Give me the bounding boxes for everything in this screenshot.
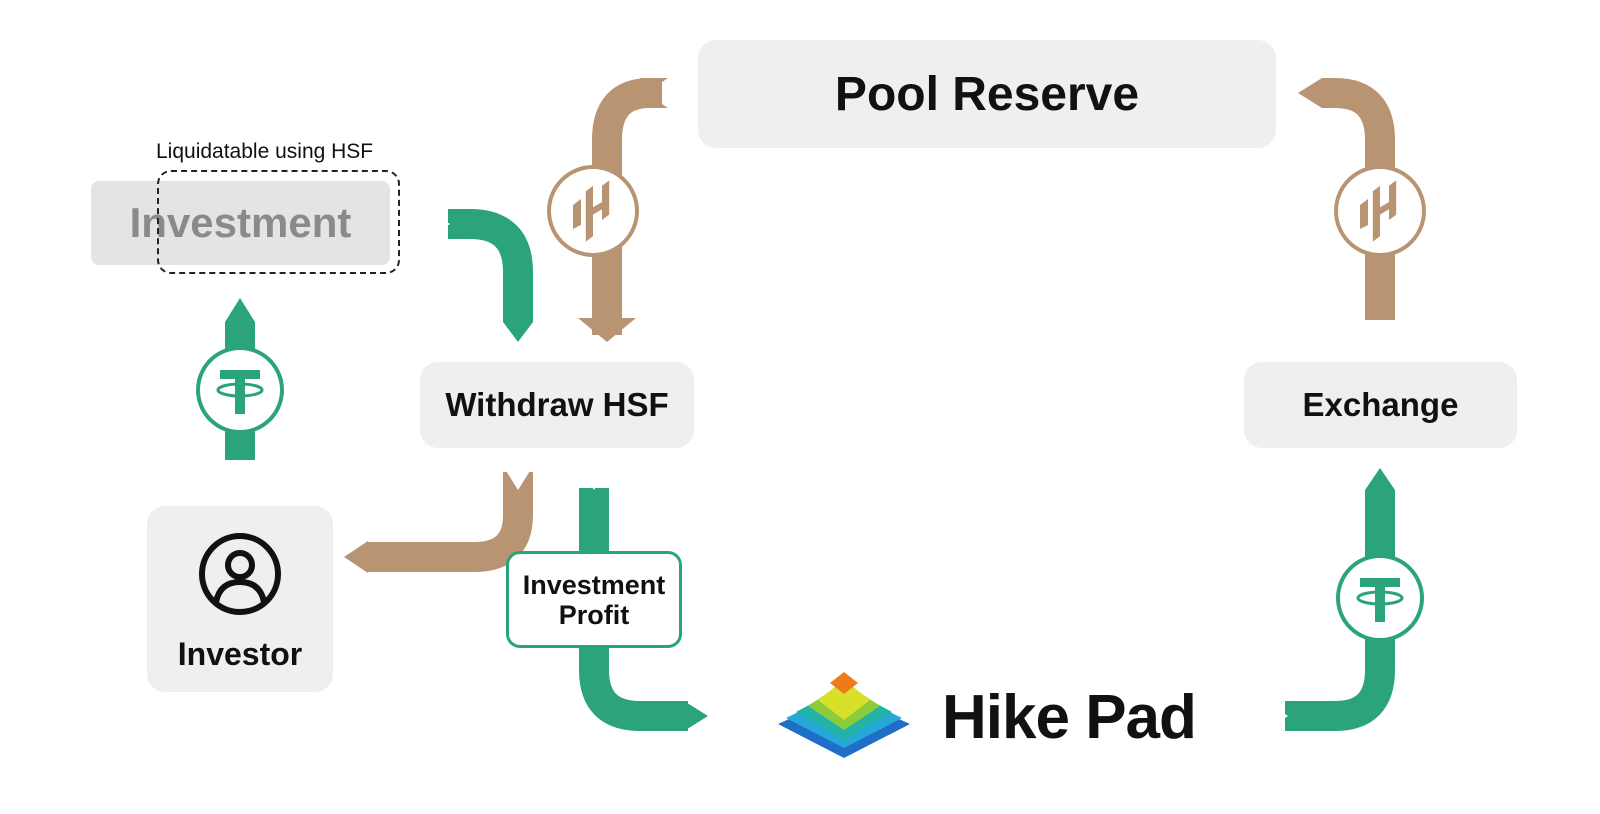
usdt-arrow-investment-to-withdraw [448,209,533,322]
withdraw-hsf-label: Withdraw HSF [445,386,669,423]
withdraw-hsf-node: Withdraw HSF [420,362,694,448]
hsf-arrow-notch-withdraw [503,466,533,490]
investor-node: Investor [147,506,333,692]
investment-profit-badge: Investment Profit [506,551,682,648]
hsf-coin-icon [547,165,639,257]
exchange-label: Exchange [1302,386,1459,423]
usdt-arrow-notch-hikepad [1264,701,1288,731]
hsf-arrow-head-pool [640,78,668,108]
pool-reserve-node: Pool Reserve [698,40,1276,148]
exchange-node: Exchange [1244,362,1517,448]
person-icon [199,533,281,615]
investment-profit-line2: Profit [558,599,630,630]
investment-label: Investment [129,199,352,246]
usdt-arrow-head-exchange [1365,468,1395,490]
hsf-arrow-tail-pool [1298,78,1322,108]
liquidatable-dashed-frame [157,170,400,274]
investor-label: Investor [177,636,303,672]
usdt-arrow-hikepad-to-exchange [1285,490,1395,731]
usdt-arrow-withdraw-to-hikepad [579,488,688,731]
hsf-arrow-notch-exchange [1365,322,1395,342]
tether-coin-icon [1336,554,1424,642]
hsf-arrow-head-investor [344,541,368,573]
hsf-arrow-pool-to-exchange [1322,78,1395,320]
usdt-arrow-head-withdraw [503,322,533,342]
usdt-arrow-head-hikepad [684,701,708,731]
investment-node: Investment [91,181,390,265]
usdt-arrow-notch-withdraw [579,466,609,490]
usdt-arrow-head-investment [225,298,255,322]
hsf-arrow-tail-withdraw [578,318,636,342]
tether-coin-icon [196,346,284,434]
investment-profit-line1: Investment [522,569,666,600]
hsf-arrow-withdraw-to-pool [592,78,662,335]
hikepad-brand-name: Hike Pad [942,683,1197,752]
pool-reserve-label: Pool Reserve [834,67,1140,121]
hsf-arrow-withdraw-to-investor [368,472,533,572]
hsf-coin-icon [1334,165,1426,257]
usdt-arrow-notch-investment [426,209,450,239]
liquidatable-note: Liquidatable using HSF [156,140,374,163]
hikepad-logo-icon [778,672,910,758]
usdt-arrow-notch-investor [225,462,255,484]
